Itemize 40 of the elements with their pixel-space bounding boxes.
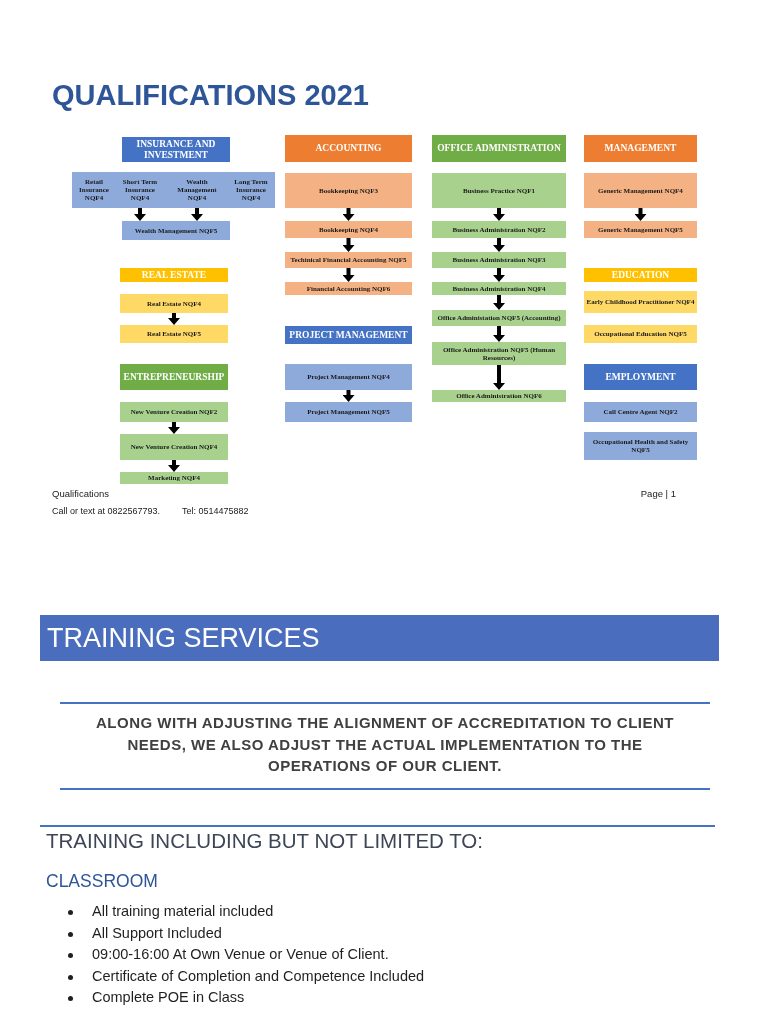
arrow — [493, 238, 505, 252]
arrow — [493, 365, 505, 390]
page-number: Page | 1 — [640, 488, 676, 499]
list-item-text: Certificate of Completion and Competence Included — [92, 967, 425, 985]
category-header: REAL ESTATE — [120, 268, 228, 282]
list-item-text: 09:00-16:00 At Own Venue or Venue of Client. — [92, 946, 389, 963]
category-header: INSURANCE AND INVESTMENT — [122, 137, 230, 162]
category-header: EMPLOYMENT — [584, 364, 697, 390]
arrow — [342, 238, 355, 252]
arrow — [342, 390, 355, 402]
qualification-band — [72, 172, 275, 208]
category-header: PROJECT MANAGEMENT — [285, 326, 412, 344]
arrow — [493, 268, 505, 282]
page-title: QUALIFICATIONS 2021 — [52, 78, 369, 112]
section-heading: TRAINING INCLUDING BUT NOT LIMITED TO: — [46, 828, 483, 853]
subsection-heading: CLASSROOM — [46, 871, 158, 892]
arrow — [342, 268, 355, 282]
arrow — [168, 422, 180, 434]
arrow — [634, 208, 647, 221]
quote-text: ALONG WITH ADJUSTING THE ALIGNMENT OF ACCREDITATION TO CLIENT NEEDS, WE ALSO ADJUST THE ACTUAL IMPLEMENTATION TO THE OPERATIONS OF OUR CLIENT. — [95, 713, 675, 776]
category-header: MANAGEMENT — [584, 135, 697, 162]
category-header: OFFICE ADMINISTRATION — [432, 135, 566, 162]
arrow — [493, 295, 505, 310]
list-item-text: Complete POE in Class — [92, 989, 245, 1006]
arrow — [493, 208, 505, 221]
category-header: ENTREPRENEURSHIP — [120, 364, 228, 390]
arrow — [134, 208, 146, 221]
arrow — [191, 208, 203, 221]
list-item-text: All training material included — [92, 903, 274, 920]
footer-text: Qualifications — [52, 488, 110, 499]
contact-text: Call or text at 0822567793. — [52, 506, 161, 517]
arrow — [342, 208, 355, 221]
category-header: ACCOUNTING — [285, 135, 412, 162]
arrow — [493, 326, 505, 342]
list-item-text: All Support Included — [92, 924, 222, 942]
section-banner: TRAINING SERVICES — [40, 615, 719, 661]
arrow — [168, 313, 180, 325]
contact-text: Tel: 0514475882 — [182, 506, 249, 517]
arrow — [168, 460, 180, 472]
category-header: EDUCATION — [584, 268, 697, 282]
